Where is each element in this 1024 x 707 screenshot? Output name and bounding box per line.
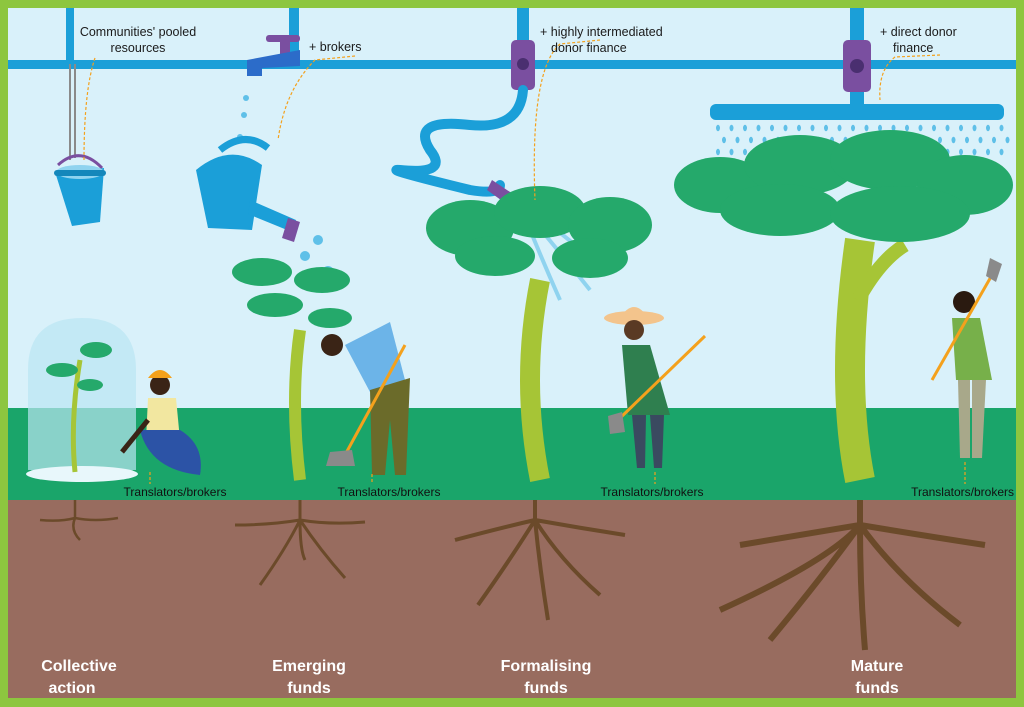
water-drop — [951, 136, 956, 144]
water-drop — [729, 148, 734, 156]
label-leader-lines — [83, 39, 966, 484]
stage-2-label-line2: funds — [287, 680, 331, 697]
medium-tree — [426, 186, 652, 482]
water-drop — [932, 124, 936, 132]
water-drop — [837, 124, 842, 132]
brokers-label-2: Translators/brokers — [338, 485, 441, 499]
stage-1-label-line1: Collective — [41, 658, 117, 675]
water-drop — [959, 148, 963, 156]
stage-4-label-line1: Mature — [851, 658, 904, 675]
stage-3-label-line1: Formalising — [501, 658, 592, 675]
stage-2-label-line1: Emerging — [272, 658, 346, 675]
water-drop — [959, 124, 963, 132]
mature-tree — [674, 130, 1013, 483]
water-drop — [999, 124, 1004, 132]
stage-3-label-line2: funds — [524, 680, 568, 697]
brokers-label-1: Translators/brokers — [124, 485, 227, 499]
water-drop — [878, 124, 882, 132]
pipe-drop-1 — [66, 8, 74, 64]
label-pooled-resources-line1: Communities' pooled — [80, 25, 196, 39]
water-drop — [999, 148, 1004, 156]
roots-stage-2 — [234, 500, 366, 586]
water-drop — [797, 124, 801, 132]
label-direct-donor-line1: + direct donor — [880, 25, 957, 39]
water-drop — [965, 136, 969, 144]
water-drop — [945, 124, 950, 132]
water-drop — [972, 124, 977, 132]
roots-stage-3 — [454, 500, 626, 621]
hose-icon — [391, 40, 592, 301]
water-drop — [722, 136, 726, 144]
person-crouching — [120, 370, 201, 475]
label-intermediated-finance-line2: donor finance — [551, 41, 627, 55]
water-drop — [743, 124, 747, 132]
roots-stage-4 — [718, 500, 986, 651]
water-drop — [864, 124, 869, 132]
person-standing — [930, 258, 1002, 458]
brokers-label-3: Translators/brokers — [601, 485, 704, 499]
brokers-label-4: Translators/brokers — [911, 485, 1014, 499]
stage-4-label-line2: funds — [855, 680, 899, 697]
water-drop — [992, 136, 996, 144]
seedling-plant — [26, 318, 138, 482]
water-drop — [918, 124, 923, 132]
water-drop — [756, 124, 761, 132]
water-drop — [1005, 136, 1010, 144]
stage-1-label-line2: action — [48, 680, 95, 697]
water-drop — [729, 124, 734, 132]
water-drop — [824, 124, 828, 132]
water-drop — [978, 136, 983, 144]
water-drop — [749, 136, 753, 144]
water-drop — [851, 124, 855, 132]
water-drop — [905, 124, 909, 132]
water-drop — [716, 124, 720, 132]
water-drop — [810, 124, 815, 132]
water-drop — [743, 148, 747, 156]
watering-can-icon — [196, 136, 334, 278]
label-pooled-resources-line2: resources — [111, 41, 166, 55]
roots-stage-1 — [39, 500, 119, 541]
young-tree — [232, 258, 352, 481]
label-intermediated-finance-line1: + highly intermediated — [540, 25, 663, 39]
bucket-icon — [54, 64, 106, 226]
water-drop — [986, 148, 990, 156]
water-drop — [938, 136, 942, 144]
water-drop — [783, 124, 788, 132]
sprinkler-icon — [710, 40, 1004, 120]
person-hoeing — [321, 322, 410, 475]
water-drop — [891, 124, 896, 132]
person-with-hat — [604, 307, 707, 468]
water-drop — [972, 148, 977, 156]
water-drop — [735, 136, 740, 144]
label-direct-donor-line2: finance — [893, 41, 933, 55]
label-brokers: + brokers — [309, 40, 361, 54]
water-drop — [770, 124, 774, 132]
water-drop — [986, 124, 990, 132]
water-drop — [716, 148, 720, 156]
